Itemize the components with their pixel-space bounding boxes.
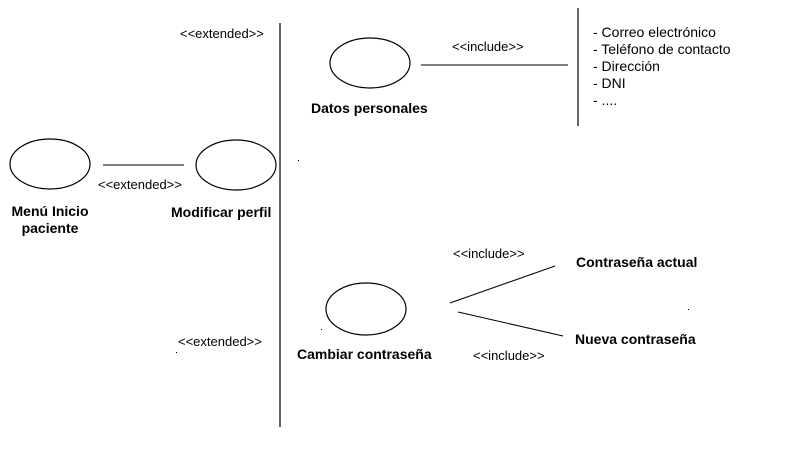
line-to-contrasena-actual — [449, 265, 556, 304]
label-include-nueva-contrasena: <<include>> — [473, 348, 545, 363]
use-case-nueva-contrasena: Nueva contraseña — [575, 331, 696, 347]
field-more: - .... — [593, 92, 618, 108]
field-dni: - DNI — [593, 75, 626, 91]
use-case-ellipse-menu-inicio — [9, 138, 91, 190]
use-case-modificar-perfil: Modificar perfil — [171, 204, 272, 220]
stray-dot — [688, 309, 689, 310]
stray-dot — [176, 352, 177, 353]
use-case-ellipse-datos-personales — [329, 37, 411, 89]
label-include-contrasena-actual: <<include>> — [453, 246, 525, 261]
use-case-ellipse-cambiar-contrasena — [325, 282, 407, 336]
line-to-nueva-contrasena — [457, 311, 564, 337]
use-case-menu-inicio-paciente: Menú Inicio paciente — [11, 203, 89, 236]
field-direccion: - Dirección — [593, 58, 660, 74]
stray-dot — [298, 160, 299, 161]
use-case-contrasena-actual: Contraseña actual — [576, 254, 698, 270]
label-extended-menu: <<extended>> — [98, 177, 182, 192]
use-case-datos-personales: Datos personales — [311, 100, 428, 116]
stray-dot — [321, 329, 322, 330]
use-case-cambiar-contrasena: Cambiar contraseña — [297, 346, 432, 362]
label-extended-datos: <<extended>> — [180, 26, 264, 41]
label-extended-cambiar: <<extended>> — [178, 334, 262, 349]
use-case-ellipse-modificar-perfil — [195, 139, 277, 191]
field-correo: - Correo electrónico — [593, 24, 716, 40]
label-include-datos: <<include>> — [452, 39, 524, 54]
field-telefono: - Teléfono de contacto — [593, 41, 731, 57]
